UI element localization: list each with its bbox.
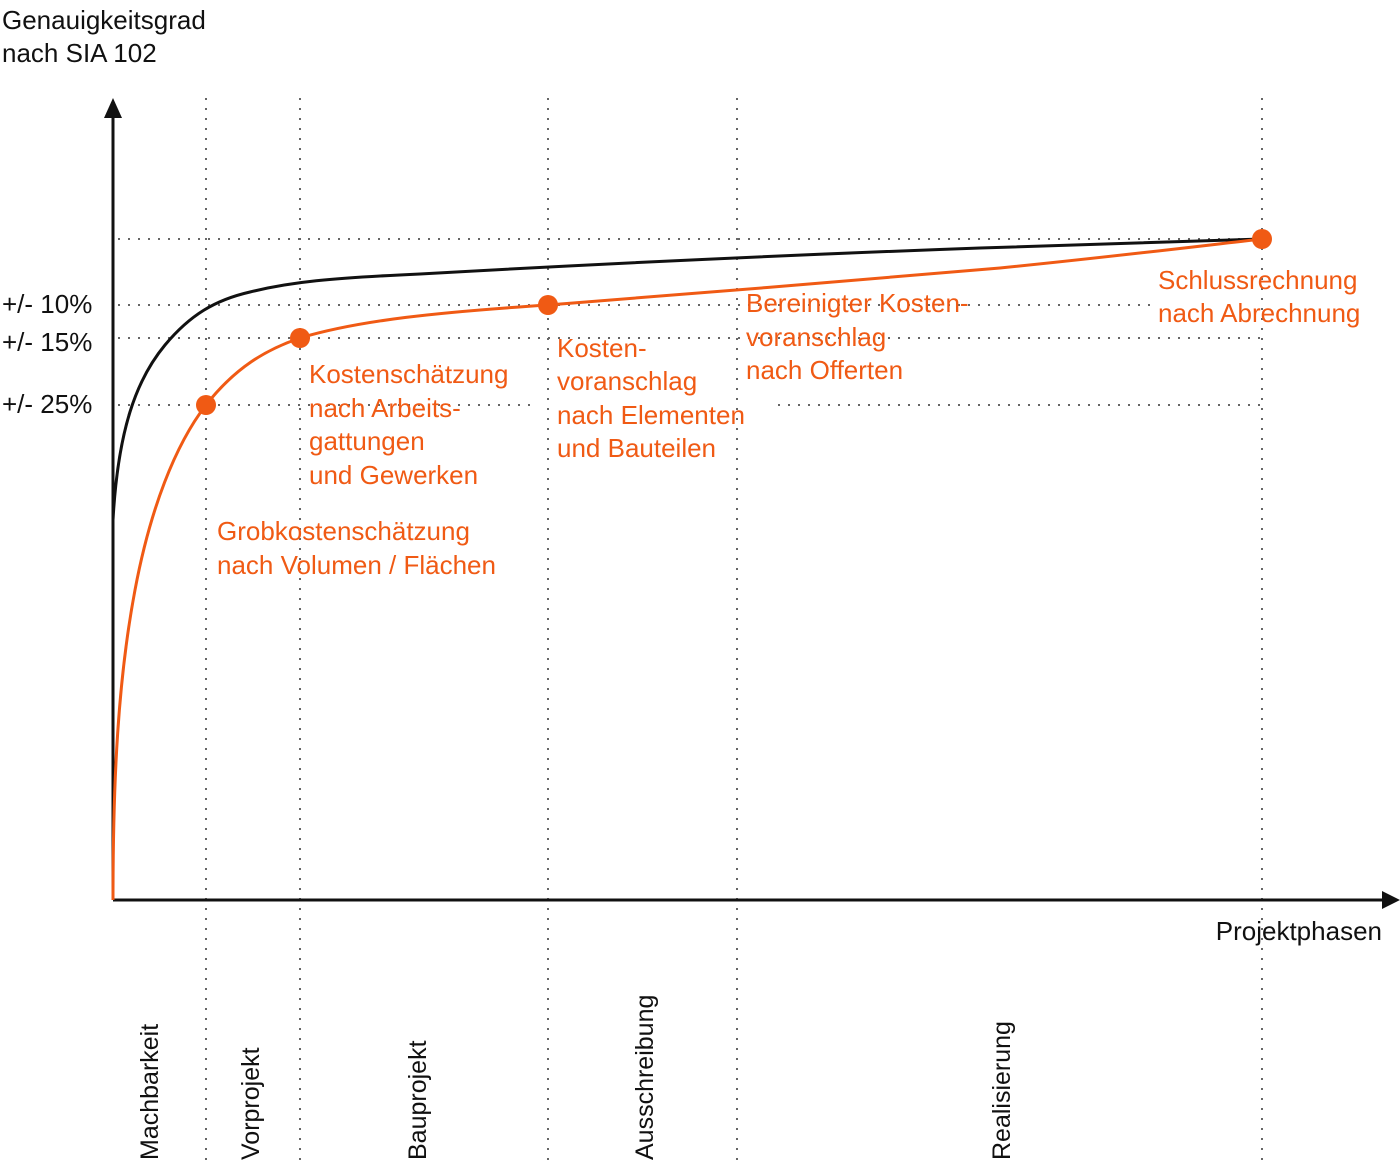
milestone-label-kostenschaetzung: Kostenschätzung nach Arbeits- gattungen … [309,359,508,490]
y-axis-arrow-icon [104,98,122,118]
phase-label-ausschreibung: Ausschreibung [631,995,659,1160]
milestone-label-schlussrechnung-line2: nach Abrechnung [1158,298,1360,328]
milestone-label-kostenvoranschlag: Kosten- voranschlag nach Elementen und B… [557,333,745,463]
curve-orange [111,237,1263,901]
x-axis-title: Projektphasen [1216,916,1382,946]
milestone-label-schlussrechnung: Schlussrechnung nach Abrechnung [1158,265,1360,328]
milestone-label-kostenvoranschlag-line3: nach Elementen [557,400,745,430]
milestone-label-schlussrechnung-line1: Schlussrechnung [1158,265,1357,295]
y-tick-15: +/- 15% [2,327,92,357]
x-axis-arrow-icon [1382,891,1400,909]
milestone-label-kostenvoranschlag-line4: und Bauteilen [557,433,716,463]
axes [111,112,1385,902]
milestone-label-kostenschaetzung-line2: nach Arbeits- [309,393,461,423]
phase-label-machbarkeit: Machbarkeit [136,1024,164,1160]
milestone-label-kostenschaetzung-line4: und Gewerken [309,460,478,490]
milestone-point-grobkosten [196,395,216,415]
milestone-label-kostenschaetzung-line1: Kostenschätzung [309,359,508,389]
y-tick-10: +/- 10% [2,289,92,319]
milestone-label-grobkosten: Grobkostenschätzung nach Volumen / Fläch… [217,516,496,580]
milestone-point-kostenvoranschlag [538,295,558,315]
phase-label-realisierung: Realisierung [988,1021,1016,1160]
milestone-label-bereinigter-line1: Bereinigter Kosten- [746,288,969,318]
milestone-label-kostenvoranschlag-line1: Kosten- [557,333,647,363]
milestone-label-kostenvoranschlag-line2: voranschlag [557,366,697,396]
milestone-points [196,229,1272,415]
milestone-label-bereinigter-kostenvoranschlag: Bereinigter Kosten- voranschlag nach Off… [746,288,969,385]
milestone-label-grobkosten-line1: Grobkostenschätzung [217,516,470,546]
phase-label-bauprojekt: Bauprojekt [404,1040,432,1160]
y-axis-title-line1: Genauigkeitsgrad [2,5,206,35]
milestone-label-kostenschaetzung-line3: gattungen [309,426,425,456]
y-tick-25: +/- 25% [2,389,92,419]
y-axis-title-line2: nach SIA 102 [2,38,157,68]
milestone-label-grobkosten-line2: nach Volumen / Flächen [217,550,496,580]
milestone-label-bereinigter-line3: nach Offerten [746,355,903,385]
milestone-label-bereinigter-line2: voranschlag [746,322,886,352]
curve-black [111,237,1263,900]
milestone-point-schlussrechnung [1252,229,1272,249]
phase-label-vorprojekt: Vorprojekt [237,1047,265,1160]
milestone-point-kostenschaetzung [290,328,310,348]
